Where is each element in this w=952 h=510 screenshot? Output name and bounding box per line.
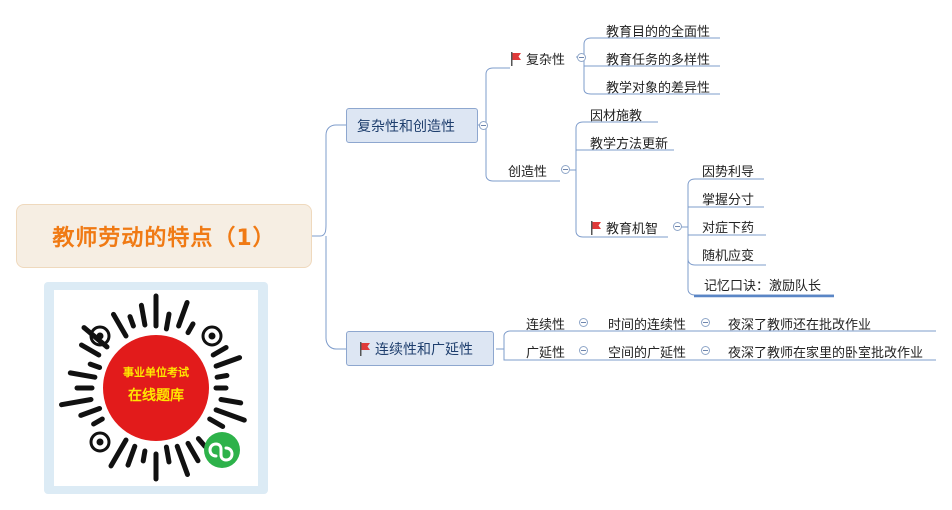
collapse-icon[interactable]	[577, 53, 586, 62]
topic-extension[interactable]: 广延性	[526, 346, 566, 361]
topic-creative[interactable]: 创造性	[508, 165, 548, 180]
topic-item[interactable]: 因势利导	[702, 165, 755, 180]
qr-code-card: 事业单位考试 在线题库	[44, 282, 268, 494]
flag-icon	[511, 52, 521, 66]
topic-label: 复杂性	[526, 53, 566, 68]
flag-icon	[360, 341, 370, 356]
topic-continuity-extension[interactable]: 连续性和广延性	[346, 331, 494, 366]
topic-item[interactable]: 随机应变	[702, 249, 755, 264]
topic-item[interactable]: 教育任务的多样性	[606, 53, 711, 68]
topic-item[interactable]: 因材施教	[590, 109, 643, 124]
root-topic[interactable]: 教师劳动的特点（1）	[16, 204, 312, 268]
topic-label: 复杂性和创造性	[357, 118, 455, 135]
flag-icon	[591, 221, 601, 235]
collapse-icon[interactable]	[479, 121, 488, 130]
topic-continuity[interactable]: 连续性	[526, 318, 566, 333]
collapse-icon[interactable]	[673, 222, 682, 231]
collapse-icon[interactable]	[561, 165, 570, 174]
collapse-icon[interactable]	[701, 346, 710, 355]
collapse-icon[interactable]	[579, 346, 588, 355]
mini-program-icon	[204, 432, 240, 468]
topic-wisdom[interactable]: 教育机智	[590, 218, 658, 237]
topic-complex-creative[interactable]: 复杂性和创造性	[346, 108, 478, 143]
topic-label: 连续性和广延性	[375, 341, 473, 358]
topic-example[interactable]: 夜深了教师在家里的卧室批改作业	[728, 346, 924, 361]
collapse-icon[interactable]	[701, 318, 710, 327]
qr-pattern: 事业单位考试 在线题库	[59, 293, 247, 482]
collapse-icon[interactable]	[579, 318, 588, 327]
topic-item[interactable]: 空间的广延性	[608, 346, 687, 361]
topic-item[interactable]: 教育目的的全面性	[606, 25, 711, 40]
topic-item[interactable]: 时间的连续性	[608, 318, 687, 333]
topic-item[interactable]: 对症下药	[702, 221, 755, 236]
qr-line1: 事业单位考试	[123, 365, 189, 379]
qr-finder-icon	[89, 325, 223, 453]
topic-mnemonic[interactable]: 记忆口诀：激励队长	[704, 279, 822, 294]
topic-item[interactable]: 教学对象的差异性	[606, 81, 711, 96]
topic-item[interactable]: 掌握分寸	[702, 193, 755, 208]
topic-item[interactable]: 教学方法更新	[590, 137, 669, 152]
topic-label: 教育机智	[606, 222, 659, 237]
topic-complex[interactable]: 复杂性	[510, 49, 565, 68]
qr-line2: 在线题库	[128, 387, 184, 404]
qr-code: 事业单位考试 在线题库	[54, 290, 258, 486]
topic-example[interactable]: 夜深了教师还在批改作业	[728, 318, 872, 333]
